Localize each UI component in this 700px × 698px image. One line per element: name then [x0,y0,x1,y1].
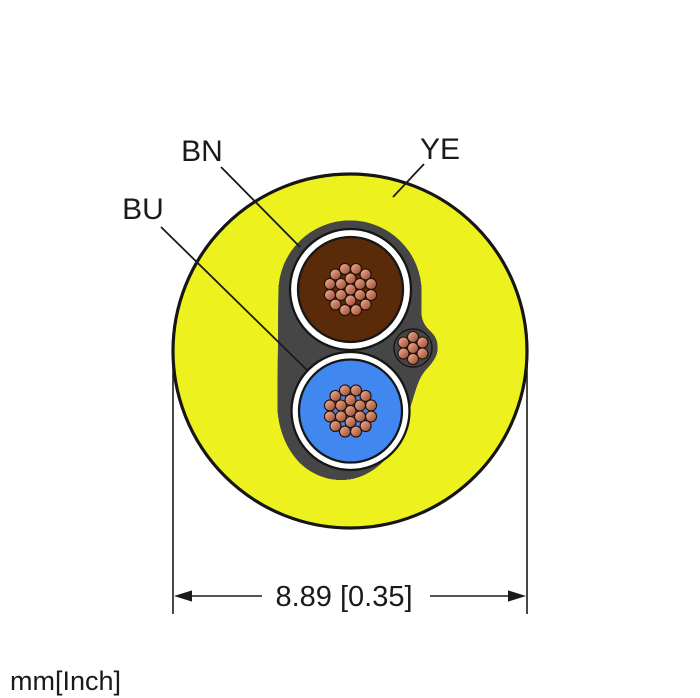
copper-strand [338,384,352,397]
copper-strand [365,277,378,291]
arrowhead-right-icon [508,590,526,602]
label-bu: BU [122,193,164,226]
dimension-value: 8.89 [0.35] [275,581,412,613]
label-ye: YE [420,133,460,166]
copper-strand [397,336,410,349]
copper-strand [349,304,363,317]
copper-strand [323,410,336,423]
copper-strand [323,277,336,291]
copper-strand [359,389,372,402]
units-note: mm[Inch] [10,666,121,696]
conductor-BN [288,227,413,352]
bu-leader-line [160,226,309,372]
copper-strand [416,336,429,349]
copper-strand [349,384,363,397]
copper-strand [349,425,363,438]
copper-strand [338,262,352,275]
copper-strand [338,304,352,317]
copper-strand [365,399,378,412]
copper-strand [359,420,372,433]
copper-strand [329,298,342,311]
copper-strand [323,288,336,302]
copper-strand [344,294,357,307]
copper-strand [406,352,420,366]
arrowhead-left-icon [174,590,192,602]
copper-strand [344,415,357,429]
copper-strand [397,347,410,360]
copper-strand [329,389,342,402]
copper-strand [359,268,372,281]
copper-strand [349,262,363,275]
copper-strand [323,399,336,412]
copper-strand [338,425,352,438]
callout-leaders [160,163,425,372]
copper-strand [406,330,420,344]
ye-leader-line [392,163,425,198]
copper-strand [329,268,342,281]
copper-strand [329,420,342,433]
drain-wire [393,328,433,368]
bn-leader-line [220,166,301,248]
label-bn: BN [181,135,223,168]
copper-strand [344,393,357,407]
copper-strand [344,272,357,285]
conductor-BU [290,350,411,472]
copper-strand [359,298,372,311]
conductors [288,227,413,472]
dimension: 8.89 [0.35] [172,354,528,614]
